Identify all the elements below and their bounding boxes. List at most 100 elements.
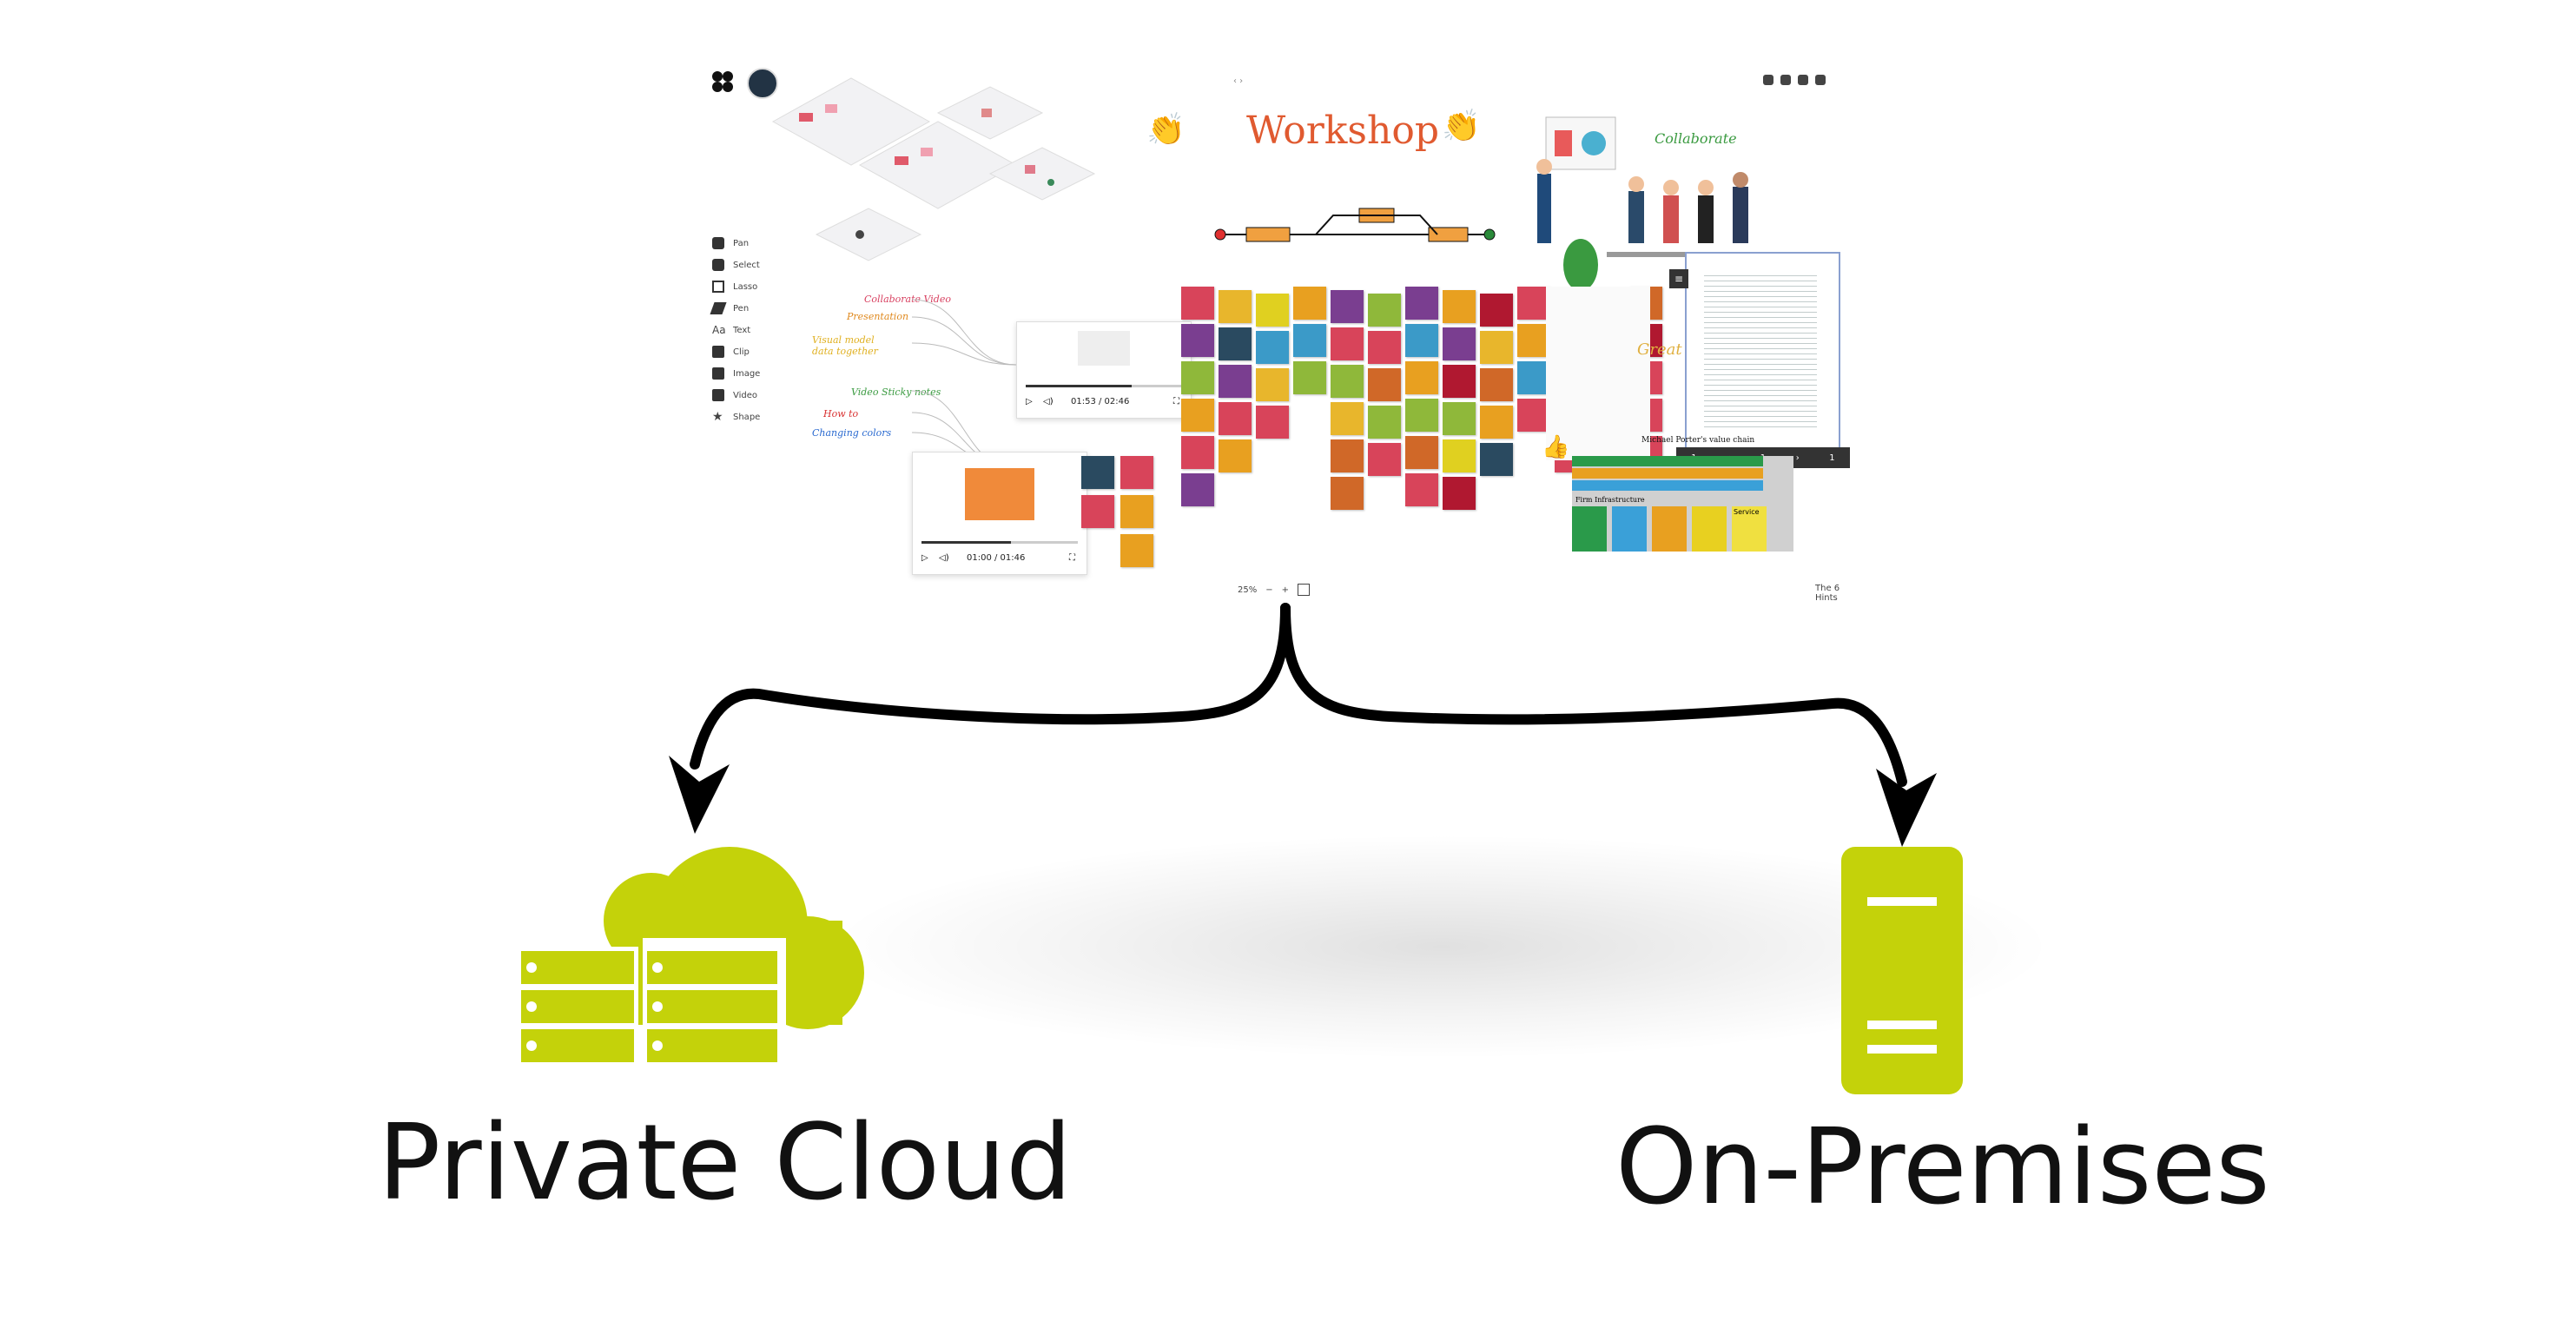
sticky-note[interactable] xyxy=(1443,477,1476,510)
sticky-note[interactable] xyxy=(1443,327,1476,360)
grid-icon[interactable] xyxy=(1798,75,1808,85)
tool-lasso[interactable]: Lasso xyxy=(712,278,757,295)
tool-select[interactable]: Select xyxy=(712,256,760,274)
document-viewer[interactable] xyxy=(1685,252,1840,455)
sticky-note[interactable] xyxy=(1480,406,1513,439)
sticky-note[interactable] xyxy=(1219,327,1252,360)
porter-bar xyxy=(1572,456,1763,466)
video-progress-fill xyxy=(1026,385,1133,387)
sticky-note[interactable] xyxy=(1368,443,1401,476)
sticky-note[interactable] xyxy=(1081,456,1114,489)
sticky-note[interactable] xyxy=(1120,456,1153,489)
sticky-note[interactable] xyxy=(1181,436,1214,469)
mindmap-item: Video Sticky notes xyxy=(851,386,941,398)
sticky-note[interactable] xyxy=(1368,294,1401,327)
sticky-note[interactable] xyxy=(1443,365,1476,398)
sticky-note[interactable] xyxy=(1480,443,1513,476)
porter-section-label: Firm Infrastructure xyxy=(1575,496,1645,504)
sticky-note[interactable] xyxy=(1405,324,1438,357)
last-page-button[interactable]: 1 xyxy=(1829,453,1835,463)
great-text: Great ✓ xyxy=(1637,340,1701,359)
sticky-note[interactable] xyxy=(1181,361,1214,394)
sticky-note[interactable] xyxy=(1517,361,1550,394)
sticky-note[interactable] xyxy=(1405,473,1438,506)
play-icon[interactable]: ▷ xyxy=(1026,397,1033,406)
avatar[interactable] xyxy=(747,68,778,99)
sticky-note[interactable] xyxy=(1405,287,1438,320)
sticky-note[interactable] xyxy=(1256,294,1289,327)
video-progress[interactable] xyxy=(921,541,1078,544)
sticky-note[interactable] xyxy=(1181,324,1214,357)
lasso-icon xyxy=(712,281,724,293)
tool-pan[interactable]: Pan xyxy=(712,235,749,252)
undo-nav[interactable]: ‹ › xyxy=(1233,76,1244,86)
sticky-note[interactable] xyxy=(1368,331,1401,364)
volume-icon[interactable]: ◁) xyxy=(939,553,949,563)
fit-screen-icon[interactable] xyxy=(1298,584,1311,596)
sticky-note[interactable] xyxy=(1331,290,1364,323)
sticky-note[interactable] xyxy=(1181,473,1214,506)
sticky-note[interactable] xyxy=(1120,534,1153,567)
settings-icon[interactable] xyxy=(1815,75,1826,85)
sticky-note[interactable] xyxy=(1331,477,1364,510)
video-progress[interactable] xyxy=(1026,385,1182,387)
tool-image[interactable]: Image xyxy=(712,365,760,382)
fullscreen-icon[interactable]: ⛶ xyxy=(1069,553,1075,563)
sticky-note[interactable] xyxy=(1293,361,1326,394)
tool-video[interactable]: Video xyxy=(712,386,757,404)
sticky-note[interactable] xyxy=(1219,439,1252,472)
next-page-button[interactable]: › xyxy=(1795,453,1800,463)
sticky-note[interactable] xyxy=(1405,361,1438,394)
sticky-note[interactable] xyxy=(1293,324,1326,357)
volume-icon[interactable]: ◁) xyxy=(1043,397,1054,406)
sticky-note[interactable] xyxy=(1517,287,1550,320)
sticky-note[interactable] xyxy=(1120,495,1153,528)
sticky-note[interactable] xyxy=(1256,368,1289,401)
tool-clip[interactable]: Clip xyxy=(712,343,750,360)
tool-shape[interactable]: ★Shape xyxy=(712,410,761,424)
hand-icon xyxy=(712,237,724,249)
sticky-note[interactable] xyxy=(1480,294,1513,327)
sticky-note[interactable] xyxy=(1331,327,1364,360)
zoom-in-button[interactable]: + xyxy=(1281,585,1290,595)
sticky-note[interactable] xyxy=(1331,365,1364,398)
sticky-note[interactable] xyxy=(1331,402,1364,435)
sticky-note[interactable] xyxy=(1256,331,1289,364)
sticky-note[interactable] xyxy=(1480,368,1513,401)
video-progress-fill xyxy=(921,541,1011,544)
sticky-note[interactable] xyxy=(1443,290,1476,323)
share-icon[interactable] xyxy=(1763,75,1773,85)
sticky-note[interactable] xyxy=(1405,436,1438,469)
video-player[interactable]: ▷ ◁) 01:00 / 01:46 ⛶ xyxy=(912,452,1087,575)
sticky-note[interactable] xyxy=(1480,331,1513,364)
sticky-note[interactable] xyxy=(1331,439,1364,472)
sticky-note[interactable] xyxy=(1219,365,1252,398)
video-time: 01:53 / 02:46 xyxy=(1071,397,1130,406)
sticky-note[interactable] xyxy=(1181,287,1214,320)
sticky-note[interactable] xyxy=(1081,495,1114,528)
sticky-note[interactable] xyxy=(1181,399,1214,432)
sticky-note[interactable] xyxy=(1405,399,1438,432)
sticky-note[interactable] xyxy=(1256,406,1289,439)
sticky-note[interactable] xyxy=(1517,324,1550,357)
sticky-note[interactable] xyxy=(1443,402,1476,435)
like-icon[interactable] xyxy=(1780,75,1791,85)
play-icon[interactable]: ▷ xyxy=(921,553,928,563)
tool-pen[interactable]: Pen xyxy=(710,300,749,317)
fullscreen-icon[interactable]: ⛶ xyxy=(1173,397,1179,406)
sticky-note[interactable] xyxy=(1219,290,1252,323)
mindmap-item: Changing colors xyxy=(812,427,892,439)
sticky-note[interactable] xyxy=(1368,406,1401,439)
video-player[interactable]: ▷ ◁) 01:53 / 02:46 ⛶ xyxy=(1016,321,1192,419)
sticky-note[interactable] xyxy=(1368,368,1401,401)
porter-block xyxy=(1732,506,1767,552)
sticky-note[interactable] xyxy=(1293,287,1326,320)
sticky-note[interactable] xyxy=(1219,402,1252,435)
porter-block xyxy=(1652,506,1687,552)
video-thumbnail xyxy=(965,468,1034,520)
sticky-note[interactable] xyxy=(1443,439,1476,472)
zoom-out-button[interactable]: − xyxy=(1265,585,1273,595)
menu-icon[interactable]: ≡ xyxy=(1669,269,1688,288)
sticky-note[interactable] xyxy=(1517,399,1550,432)
